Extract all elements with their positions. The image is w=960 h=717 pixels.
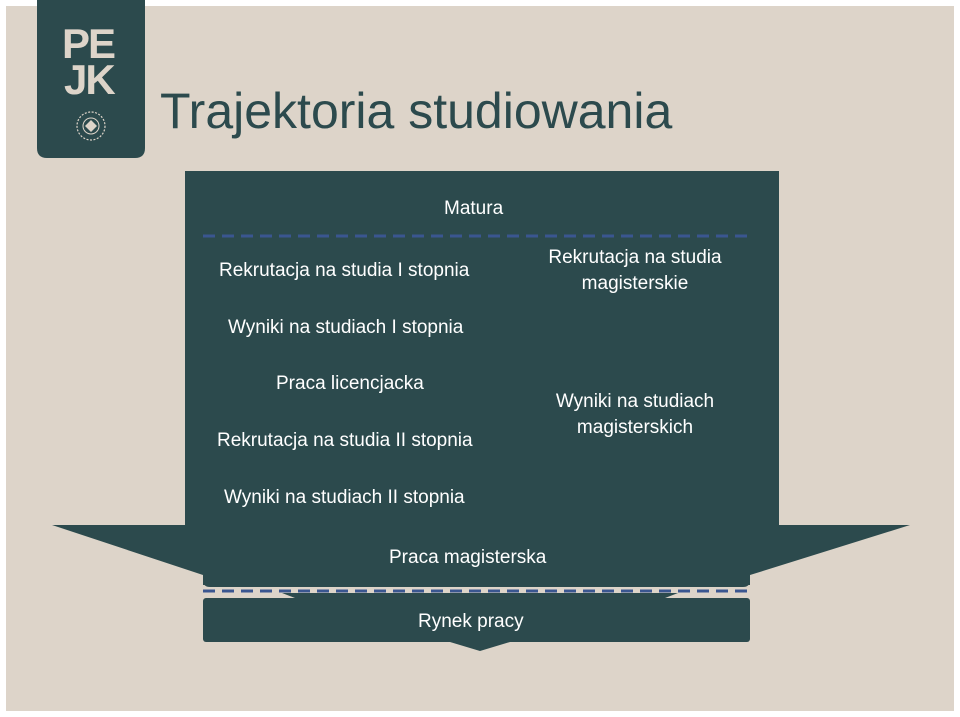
stage-wyniki-magisterskie-line1: Wyniki na studiach <box>555 391 715 412</box>
stage-rekrutacja-2: Rekrutacja na studia II stopnia <box>217 430 473 451</box>
stage-rekrutacja-magisterska: Rekrutacja na studia magisterskie <box>525 245 745 297</box>
stage-wyniki-1: Wyniki na studiach I stopnia <box>228 317 464 338</box>
stage-rekrutacja-magisterska-line1: Rekrutacja na studia <box>548 247 722 268</box>
stage-wyniki-magisterskie: Wyniki na studiach magisterskich <box>525 389 745 441</box>
stage-praca-magisterska: Praca magisterska <box>389 547 547 568</box>
stage-rekrutacja-1: Rekrutacja na studia I stopnia <box>219 260 470 281</box>
rynek-pracy-pointer <box>450 642 510 651</box>
stage-praca-licencjacka: Praca licencjacka <box>276 373 424 394</box>
page-title: Trajektoria studiowania <box>160 83 673 139</box>
stage-rynek-pracy: Rynek pracy <box>418 611 524 632</box>
lower-band <box>203 570 750 587</box>
logo-text-line2: JK <box>64 56 116 103</box>
stage-matura: Matura <box>444 198 504 219</box>
stage-wyniki-2: Wyniki na studiach II stopnia <box>224 487 465 508</box>
logo-tab <box>37 0 145 158</box>
rynek-pracy-box <box>203 598 750 642</box>
logo-text-line1: PE <box>62 20 116 67</box>
stage-wyniki-magisterskie-line2: magisterskich <box>576 417 694 438</box>
main-panel <box>185 171 779 531</box>
stage-rekrutacja-magisterska-line2: magisterskie <box>581 273 689 294</box>
connector-trapezoid <box>282 593 678 598</box>
university-emblem-icon <box>76 111 106 141</box>
